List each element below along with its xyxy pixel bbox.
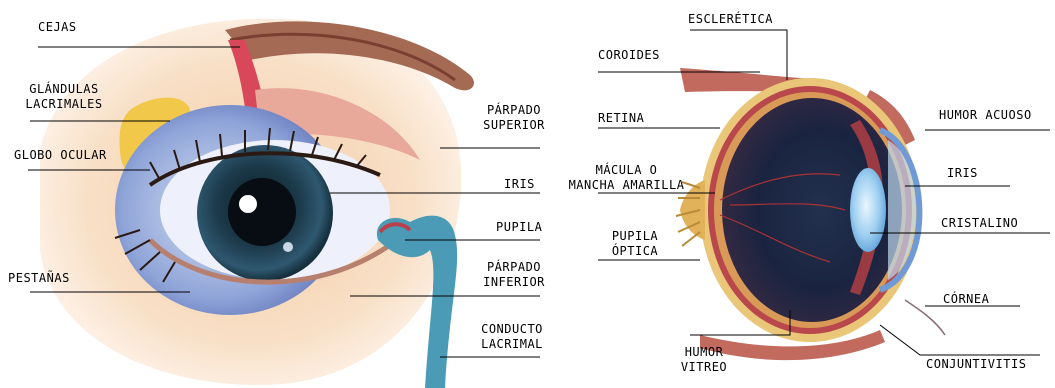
label-parpado-sup-line1: PÁRPADO — [476, 103, 552, 118]
label-glandulas-lacrimales: GLÁNDULAS LACRIMALES — [14, 82, 114, 112]
label-cristalino: CRISTALINO — [941, 216, 1018, 231]
label-macula: MÁCULA O MANCHA AMARILLA — [564, 163, 689, 193]
label-humor-acuoso: HUMOR ACUOSO — [939, 108, 1032, 123]
label-macula-line1: MÁCULA O — [564, 163, 689, 178]
label-pupila-optica: PUPILA ÓPTICA — [600, 229, 670, 259]
label-retina: RETINA — [598, 111, 644, 126]
label-pupila-optica-line1: PUPILA — [600, 229, 670, 244]
label-parpado-inf-line2: INFERIOR — [476, 275, 552, 290]
label-iris-right: IRIS — [947, 166, 978, 181]
label-conducto-lacrimal: CONDUCTO LACRIMAL — [470, 322, 554, 352]
eye-cross-section-illustration — [676, 68, 945, 360]
label-parpado-inf-line1: PÁRPADO — [476, 260, 552, 275]
label-iris-left: IRIS — [504, 177, 535, 192]
label-parpado-inferior: PÁRPADO INFERIOR — [476, 260, 552, 290]
label-conducto-line1: CONDUCTO — [470, 322, 554, 337]
external-eye-illustration — [40, 19, 474, 388]
label-cejas: CEJAS — [38, 20, 77, 35]
label-globo-ocular: GLOBO OCULAR — [14, 148, 107, 163]
label-cornea: CÓRNEA — [943, 292, 989, 307]
label-conjuntivitis: CONJUNTIVITIS — [926, 357, 1026, 372]
label-pupila: PUPILA — [496, 220, 542, 235]
label-conducto-line2: LACRIMAL — [470, 337, 554, 352]
label-glandulas-line2: LACRIMALES — [14, 97, 114, 112]
label-humor-vitreo-line1: HUMOR — [672, 345, 736, 360]
label-humor-vitreo-line2: VITREO — [672, 360, 736, 375]
label-coroides: COROIDES — [598, 48, 660, 63]
label-pestanas: PESTAÑAS — [8, 271, 70, 286]
label-humor-vitreo: HUMOR VITREO — [672, 345, 736, 375]
label-macula-line2: MANCHA AMARILLA — [564, 178, 689, 193]
label-pupila-optica-line2: ÓPTICA — [600, 244, 670, 259]
label-esclerotica: ESCLERÉTICA — [688, 12, 773, 27]
label-glandulas-line1: GLÁNDULAS — [14, 82, 114, 97]
label-parpado-superior: PÁRPADO SUPERIOR — [476, 103, 552, 133]
label-parpado-sup-line2: SUPERIOR — [476, 118, 552, 133]
